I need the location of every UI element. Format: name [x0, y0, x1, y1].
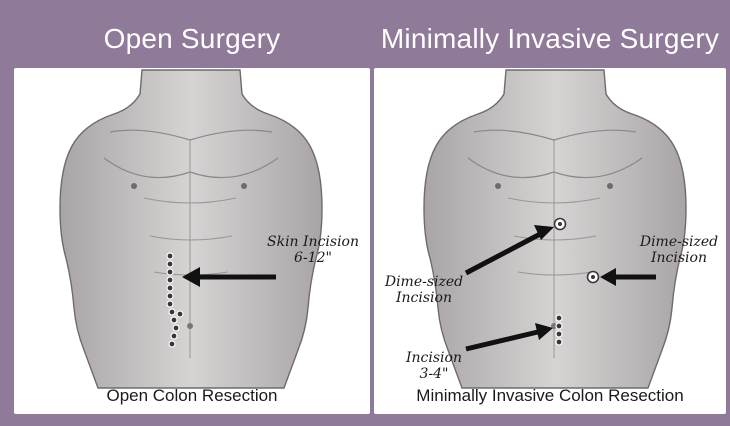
dime-sized-incision-label-left: Dime-sized Incision [374, 274, 474, 306]
open-colon-resection-caption: Open Colon Resection [14, 386, 370, 406]
port-incision-right [588, 272, 599, 283]
minimally-invasive-colon-resection-caption: Minimally Invasive Colon Resection [374, 386, 726, 406]
minimally-invasive-panel: Dime-sized Incision Dime-sized Incision … [374, 68, 726, 414]
dime-sized-incision-label-right: Dime-sized Incision [632, 234, 726, 266]
skin-incision-label: Skin Incision 6-12" [258, 234, 368, 266]
minimally-invasive-heading: Minimally Invasive Surgery [374, 14, 726, 64]
open-surgery-panel: Skin Incision 6-12" Open Colon Resection [14, 68, 370, 414]
port-incision-upper [555, 219, 566, 230]
incision-size-label: Incision 3-4" [394, 350, 474, 382]
open-surgery-heading: Open Surgery [14, 14, 370, 64]
